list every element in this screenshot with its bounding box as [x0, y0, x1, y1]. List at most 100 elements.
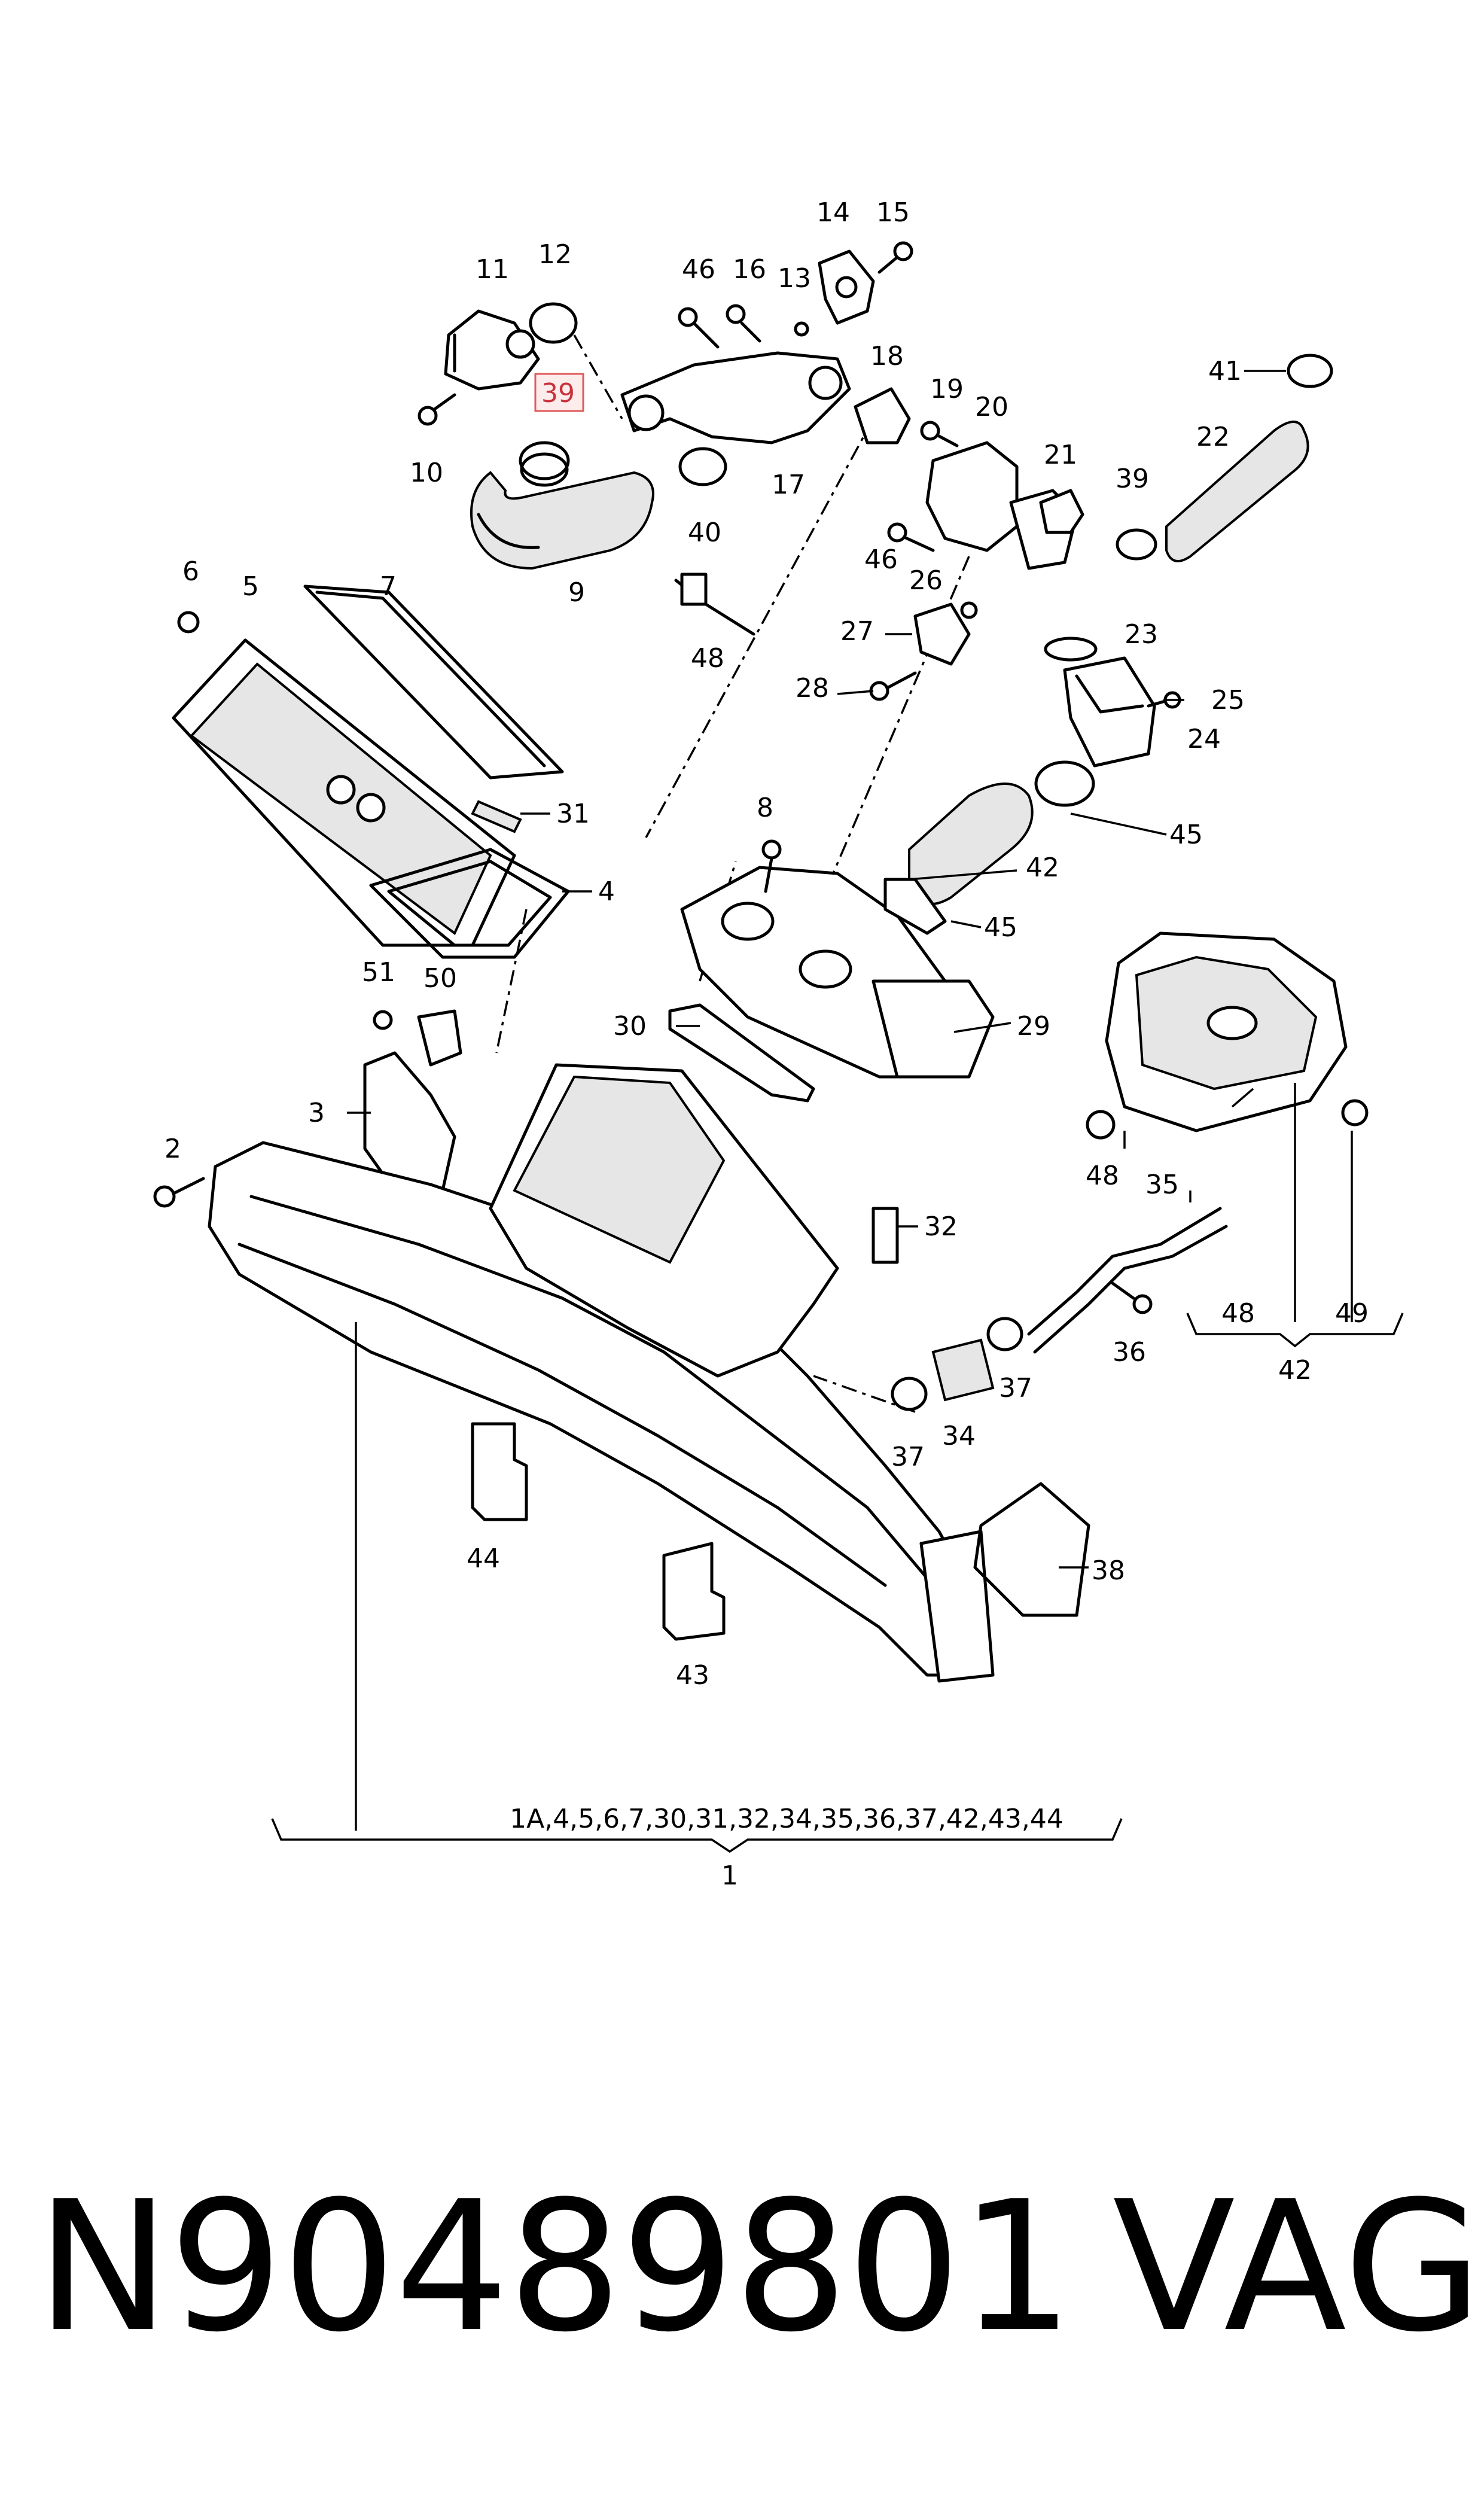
callout-4: 4 — [598, 876, 615, 907]
callout-28: 28 — [796, 673, 829, 704]
part-2-bolt — [153, 1177, 205, 1208]
callout-51: 51 — [362, 957, 395, 988]
part-16-bolt — [726, 304, 761, 343]
callout-ticks — [347, 370, 1286, 1569]
part-39-clamp-b — [1116, 528, 1157, 561]
callout-19: 19 — [930, 374, 964, 404]
part-4-gasket — [369, 848, 570, 959]
part-36-bolt — [1111, 1281, 1153, 1314]
callout-34: 34 — [942, 1421, 976, 1451]
callout-48: 48 — [1086, 1161, 1119, 1191]
callout-23: 23 — [1125, 619, 1158, 650]
callout-39-highlight-box — [534, 373, 584, 412]
callout-36: 36 — [1113, 1337, 1146, 1368]
part-49-nut — [1341, 1099, 1369, 1126]
callout-38: 38 — [1092, 1555, 1125, 1586]
part-35-pipe — [1027, 1207, 1228, 1354]
part-12-ring — [529, 302, 578, 344]
part-28-bolt — [869, 671, 917, 701]
callout-39-b: 39 — [1116, 464, 1149, 494]
part-37-clamp-a — [891, 1377, 928, 1411]
callout-40-a: 40 — [688, 517, 721, 548]
part-21-gasket — [1039, 489, 1084, 534]
callout-17: 17 — [772, 470, 805, 500]
part-43-shield — [662, 1542, 726, 1641]
part-31-bolt — [471, 800, 522, 833]
callout-22: 22 — [1196, 422, 1230, 452]
part-7-filter-element — [303, 584, 564, 780]
part-15-bolt — [877, 241, 913, 274]
callout-3: 3 — [308, 1098, 325, 1128]
callout-10: 10 — [410, 458, 443, 488]
part-19-bolt — [920, 421, 959, 447]
part-18-gasket — [854, 387, 911, 444]
part-32-bolt — [871, 1207, 899, 1264]
callout-15: 15 — [876, 197, 910, 228]
part-30-gasket — [668, 1003, 815, 1103]
part-46-bolt-b — [887, 522, 935, 552]
callout-30: 30 — [613, 1011, 647, 1042]
part-39-clamp — [519, 441, 570, 487]
callout-46-a: 46 — [682, 254, 715, 285]
group-42-label-49: 49 — [1335, 1298, 1369, 1329]
callout-8: 8 — [757, 793, 773, 823]
callout-47: 48 — [691, 643, 724, 674]
group-1-bracket: 1 1A,4,5,6,7,30,31,32,34,35,36,37,42,43,… — [271, 1804, 1123, 1891]
part-42-reservoir — [1105, 931, 1348, 1132]
callout-16: 16 — [733, 254, 766, 285]
part-10-bolt — [418, 393, 456, 426]
callout-12: 12 — [538, 239, 572, 270]
callout-31: 31 — [556, 799, 590, 829]
part-22-hose — [1165, 421, 1309, 562]
callout-32: 32 — [924, 1211, 958, 1242]
exploded-parts-diagram: 1 1A,4,5,6,7,30,31,32,34,35,36,37,42,43,… — [153, 197, 1404, 1891]
part-6-bolt — [177, 611, 200, 634]
part-41-intake-hose — [908, 783, 1034, 906]
callout-2: 2 — [164, 1134, 181, 1164]
callout-37-b: 37 — [999, 1373, 1032, 1403]
part-23-seal — [1044, 637, 1098, 662]
part-40-clamp-b — [1287, 354, 1333, 388]
callout-43: 43 — [676, 1660, 709, 1691]
part-46-bolt-a — [678, 307, 720, 349]
callout-6: 6 — [182, 556, 199, 587]
callout-7: 7 — [380, 571, 397, 602]
part-48-nut — [1086, 1110, 1116, 1140]
part-24-actuator — [1063, 656, 1156, 768]
part-11-sensor — [444, 309, 540, 391]
group-1-number: 1 — [721, 1861, 738, 1891]
part-47-clip — [674, 573, 755, 636]
part-9-hose — [470, 471, 654, 570]
callout-18: 18 — [870, 341, 904, 372]
part-27-sensor — [913, 602, 971, 666]
leader-lines — [355, 1083, 1353, 1831]
part-40-clamp — [678, 447, 727, 486]
group-42-number: 42 — [1278, 1355, 1312, 1386]
callout-26: 26 — [909, 565, 943, 596]
callout-11: 11 — [476, 254, 509, 285]
callout-13: 13 — [778, 263, 811, 294]
part-45-clamp-a — [1034, 760, 1095, 807]
part-29-throttle-body — [680, 866, 995, 1079]
part-37-clamp-b — [986, 1317, 1023, 1351]
part-14-sensor — [818, 249, 875, 325]
air-box-lower — [489, 1063, 839, 1378]
callout-20: 20 — [975, 392, 1008, 422]
part-3-gasket — [363, 1051, 456, 1192]
callout-9: 9 — [568, 577, 585, 608]
callout-39-highlighted: 39 — [541, 378, 575, 409]
callout-46-b: 46 — [864, 544, 898, 575]
part-17-pipe — [620, 351, 851, 444]
callout-45-b: 45 — [984, 912, 1017, 943]
callout-37-a: 37 — [891, 1442, 925, 1472]
part-34-hose — [931, 1338, 995, 1402]
callout-40-b: 41 — [1208, 356, 1242, 386]
callout-44: 44 — [467, 1543, 500, 1574]
callouts: 11 12 46 16 13 14 15 18 19 20 21 22 41 3… — [164, 197, 1245, 1691]
part-number: N90489801 — [36, 2163, 1074, 2371]
part-51-bolt — [373, 1010, 393, 1030]
callout-50: 50 — [423, 963, 457, 994]
callout-45-a: 45 — [1169, 820, 1203, 850]
callout-21: 21 — [1044, 440, 1077, 470]
part-38-gasket — [973, 1482, 1090, 1617]
